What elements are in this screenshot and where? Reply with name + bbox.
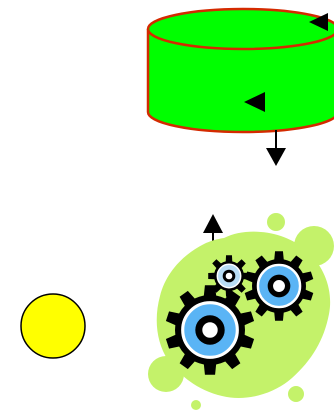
arrow-database-out xyxy=(266,130,286,166)
gears-process-icon[interactable] xyxy=(148,213,334,410)
gear-axle xyxy=(273,280,285,292)
gear-axle xyxy=(225,272,233,280)
arrow-database-top xyxy=(309,13,328,31)
database-body xyxy=(146,29,334,134)
database-top xyxy=(146,7,334,51)
gear-axle xyxy=(202,322,218,338)
gear-small-icon xyxy=(208,255,250,297)
arrow-database-middle xyxy=(244,92,265,112)
gear-splash-background xyxy=(148,213,334,410)
circle-node-icon[interactable] xyxy=(20,293,86,359)
gear-medium-icon xyxy=(244,251,314,321)
gear-large-icon xyxy=(165,285,255,375)
database-cylinder-icon[interactable] xyxy=(146,7,334,134)
